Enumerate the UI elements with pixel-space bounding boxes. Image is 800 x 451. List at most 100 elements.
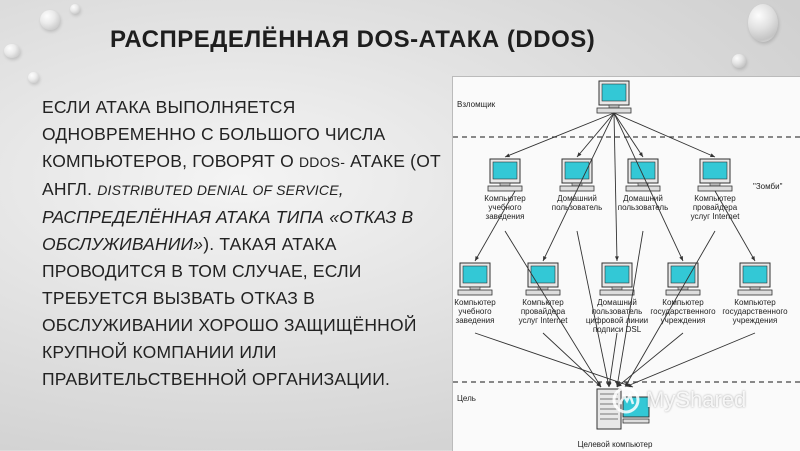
arrow-head: [614, 256, 619, 261]
monitor-stand: [611, 286, 623, 291]
computer-node: [596, 80, 632, 114]
computer-label: Компьютер: [662, 298, 704, 307]
computer-label: учреждения: [733, 316, 778, 325]
computer-node: [625, 158, 661, 192]
computer-node: [487, 158, 523, 192]
connection-line: [613, 112, 684, 262]
computer-label: услуг Internet: [519, 316, 569, 325]
computer-node: [525, 262, 561, 296]
computer-label: цифровой линии: [586, 316, 648, 325]
computer-label: провайдера: [693, 203, 738, 212]
slide-title: РАСПРЕДЕЛЁННАЯ DOS-АТАКА (DDOS): [110, 26, 596, 53]
body-text-segment: DDOS-: [298, 154, 346, 170]
arrow-head: [638, 152, 643, 157]
body-text-segment: ). ТАКАЯ АТАКА ПРОВОДИТСЯ В ТОМ СЛУЧАЕ, …: [42, 234, 417, 389]
monitor-screen: [702, 161, 728, 180]
water-drop-decoration: [28, 72, 39, 83]
monitor-screen: [670, 265, 696, 284]
connection-line: [613, 112, 716, 158]
zone-label-attacker: Взломщик: [457, 100, 496, 109]
zone-label-target: Цель: [457, 394, 476, 403]
connection-line: [616, 230, 644, 388]
connection-line: [542, 112, 615, 262]
monitor-screen: [601, 83, 627, 102]
body-text-segment: АТАКЕ: [350, 151, 406, 171]
water-drop-decoration: [70, 4, 80, 14]
keyboard-icon: [625, 185, 661, 192]
arrow-head: [596, 382, 601, 387]
server-keyboard-icon: [622, 418, 650, 424]
monitor-stand: [469, 286, 481, 291]
connection-line: [504, 230, 602, 388]
keyboard-icon: [487, 185, 523, 192]
computer-label: провайдера: [521, 307, 566, 316]
connection-line: [504, 112, 615, 158]
monitor-screen: [492, 161, 518, 180]
monitor-screen: [630, 161, 656, 180]
computer-label: Домашний: [557, 194, 597, 203]
water-drop-decoration: [4, 44, 20, 58]
computer-label: учебного: [458, 307, 492, 316]
computer-label: Компьютер: [694, 194, 736, 203]
network-diagram-svg: Взломщик"Зомби"ЦельКомпьютеручебногозаве…: [453, 80, 800, 449]
body-text-segment: , РАСПРЕДЕЛЁННАЯ АТАКА ТИПА «ОТКАЗ В ОБС…: [42, 179, 414, 254]
arrow-head: [751, 256, 755, 261]
water-drop-decoration: [40, 10, 60, 30]
computer-label: заведения: [486, 212, 525, 221]
target-label: Целевой компьютер: [578, 440, 653, 449]
body-text-segment: (ОТ АНГЛ.: [42, 151, 441, 199]
connection-line: [624, 332, 756, 388]
connection-line: [613, 112, 618, 262]
computer-node: [599, 262, 635, 296]
water-drop-decoration: [732, 54, 746, 68]
monitor-screen: [462, 265, 488, 284]
computer-label: Компьютер: [484, 194, 526, 203]
watermark: MyShared: [612, 386, 746, 414]
connection-line: [616, 332, 684, 388]
connection-line: [474, 332, 634, 388]
arrow-head: [615, 382, 620, 387]
body-text-segment: ЕСЛИ АТАКА ВЫПОЛНЯЕТСЯ ОДНОВРЕМЕННО С БО…: [42, 97, 386, 171]
computer-label: заведения: [456, 316, 495, 325]
monitor-screen: [530, 265, 556, 284]
computer-node: [737, 262, 773, 296]
computer-label: подписи DSL: [593, 325, 642, 334]
arrow-head: [505, 153, 510, 158]
computer-label: государственного: [722, 307, 788, 316]
monitor-stand: [749, 286, 761, 291]
keyboard-icon: [737, 289, 773, 296]
computer-label: Компьютер: [454, 298, 496, 307]
keyboard-icon: [599, 289, 635, 296]
computer-node: [665, 262, 701, 296]
body-text-segment: DISTRIBUTED DENIAL OF SERVICE: [97, 182, 339, 198]
computer-label: учреждения: [661, 316, 706, 325]
computer-node: [457, 262, 493, 296]
zone-label-zombies: "Зомби": [753, 182, 783, 191]
computer-node: [559, 158, 595, 192]
arrow-head: [577, 152, 582, 157]
arrow-head: [617, 382, 622, 387]
keyboard-icon: [697, 185, 733, 192]
keyboard-icon: [596, 107, 632, 114]
watermark-text: MyShared: [646, 387, 747, 412]
connection-line: [474, 190, 516, 262]
computer-label: Компьютер: [522, 298, 564, 307]
arrow-head: [543, 256, 547, 261]
slide-body-text: ЕСЛИ АТАКА ВЫПОЛНЯЕТСЯ ОДНОВРЕМЕННО С БО…: [42, 94, 442, 393]
connection-line: [576, 230, 610, 388]
connection-line: [613, 112, 644, 158]
monitor-screen: [604, 265, 630, 284]
connection-line: [608, 332, 618, 388]
monitor-stand: [499, 182, 511, 187]
computer-label: пользователь: [552, 203, 603, 212]
keyboard-icon: [457, 289, 493, 296]
myshared-logo-icon: [612, 386, 640, 414]
computer-label: Домашний: [597, 298, 637, 307]
computer-label: Компьютер: [734, 298, 776, 307]
water-drop-decoration: [748, 4, 778, 42]
monitor-stand: [608, 104, 620, 109]
computer-label: Домашний: [623, 194, 663, 203]
arrow-head: [475, 256, 479, 261]
monitor-stand: [709, 182, 721, 187]
computer-node: [697, 158, 733, 192]
